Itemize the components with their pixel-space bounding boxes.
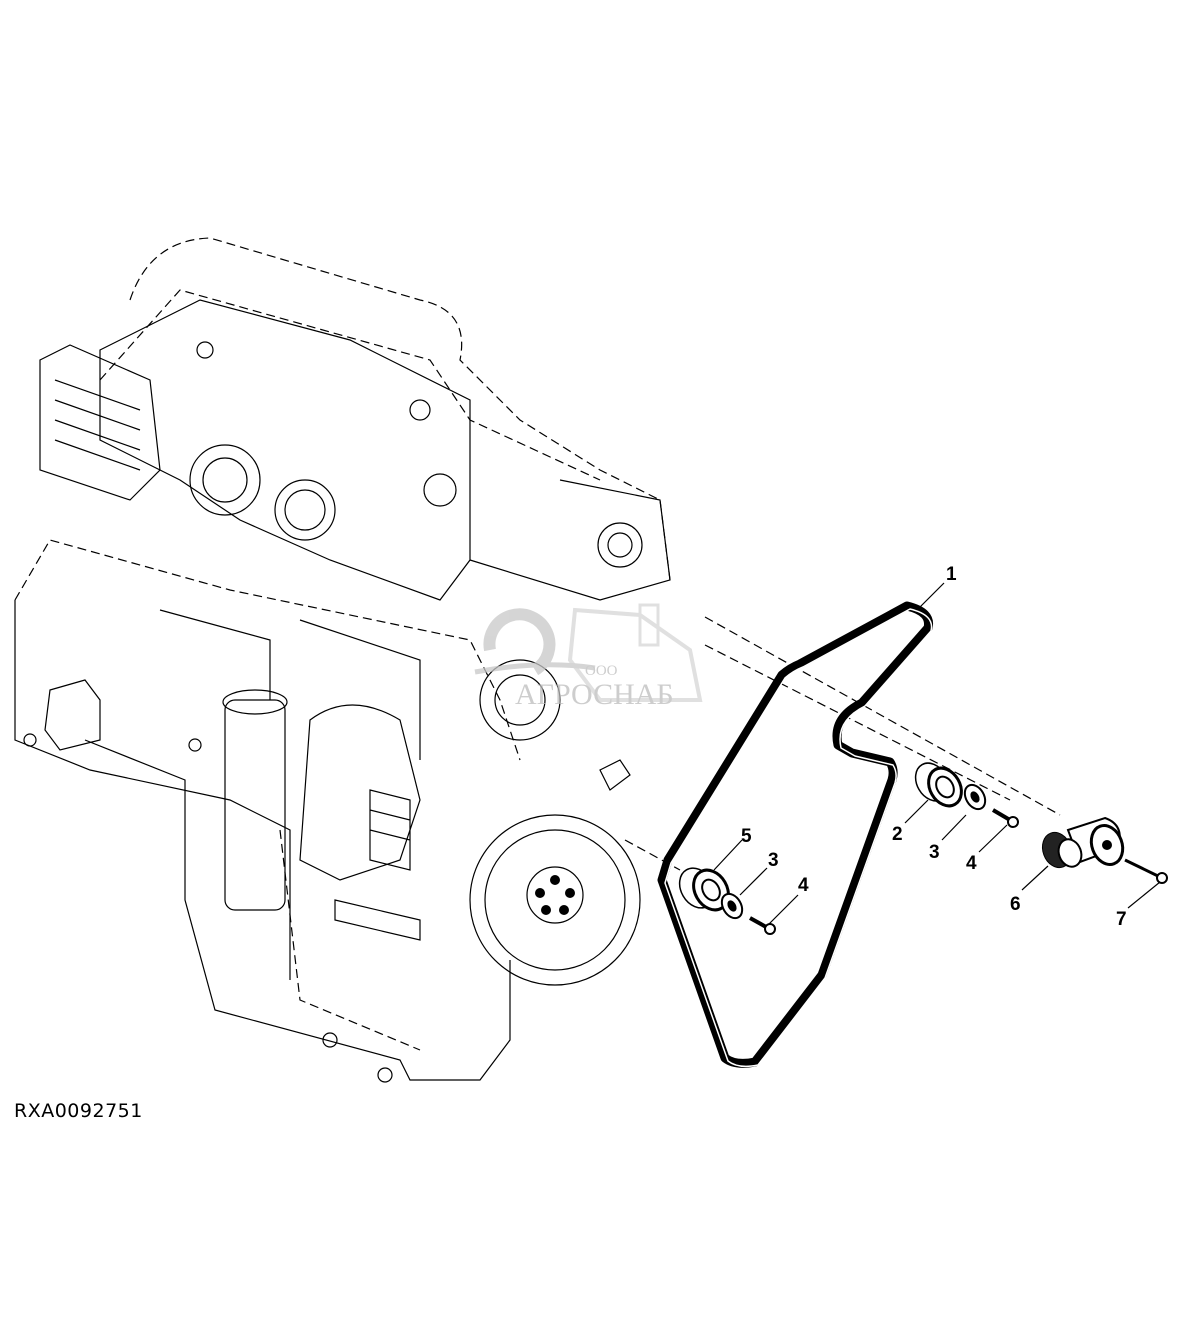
bolt-upper <box>991 808 1019 828</box>
idler-pulley-lower <box>678 867 730 912</box>
watermark-logo: ООО АГРОСНАБ <box>474 603 703 711</box>
bolt-lower <box>749 916 776 935</box>
callout-1: 1 <box>946 564 957 585</box>
engine-illustration <box>14 237 671 1083</box>
washer-upper <box>963 783 987 811</box>
callout-6: 6 <box>1010 894 1021 915</box>
callout-leaders <box>713 582 1161 926</box>
callout-7: 7 <box>1116 909 1127 930</box>
tensioner-bolt <box>1124 858 1168 884</box>
belt-tensioner <box>1041 816 1125 869</box>
callout-4-lower: 4 <box>798 875 809 896</box>
callout-5: 5 <box>741 826 752 847</box>
callout-3-upper: 3 <box>929 842 940 863</box>
idler-pulley-upper <box>914 762 963 808</box>
drive-belt <box>657 601 934 1068</box>
washer-lower <box>720 892 744 920</box>
callout-4-upper: 4 <box>966 853 977 874</box>
watermark-company-type: ООО <box>585 663 618 679</box>
figure-id: RXA0092751 <box>14 1100 143 1122</box>
callout-3-lower: 3 <box>768 850 779 871</box>
watermark-brand: АГРОСНАБ <box>515 678 674 711</box>
assembly-axis-lines <box>624 616 1061 871</box>
callout-2: 2 <box>892 824 903 845</box>
